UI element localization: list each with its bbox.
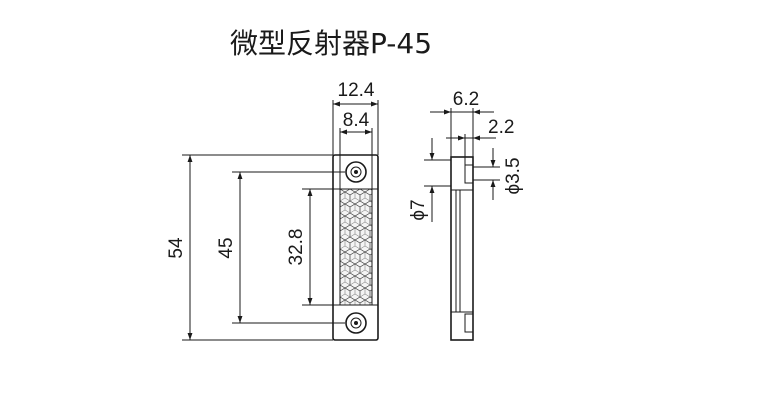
side-body-outline xyxy=(450,156,474,341)
dim-height-total: 54 xyxy=(166,154,333,341)
side-view: 6.2 2.2 ϕ3.5 ϕ7 xyxy=(408,89,524,341)
front-view: 12.4 8.4 54 45 32.8 xyxy=(166,80,379,341)
dim-width-inner: 8.4 xyxy=(339,110,373,189)
dim-hole-dia-small: ϕ3.5 xyxy=(473,148,524,200)
side-bottom-boss xyxy=(464,313,474,333)
reflector-pattern xyxy=(339,188,373,306)
dim-depth-total-label: 6.2 xyxy=(453,89,479,110)
dim-hole-dia-small-label: ϕ3.5 xyxy=(503,157,524,194)
dim-width-inner-label: 8.4 xyxy=(343,110,370,131)
dim-reflector-height-label: 32.8 xyxy=(286,229,307,266)
top-mounting-hole xyxy=(345,161,367,183)
bottom-mounting-hole xyxy=(345,312,367,334)
dim-width-outer-label: 12.4 xyxy=(338,80,375,101)
dim-depth-step: 2.2 xyxy=(446,117,514,165)
dim-height-total-label: 54 xyxy=(166,237,187,259)
side-top-boss xyxy=(464,164,474,184)
dim-hole-pitch: 45 xyxy=(216,171,345,324)
dim-hole-dia-large: ϕ7 xyxy=(408,138,451,222)
front-body-outline xyxy=(332,154,379,341)
dim-depth-total: 6.2 xyxy=(430,89,494,157)
dim-hole-pitch-label: 45 xyxy=(216,237,237,258)
dim-width-outer: 12.4 xyxy=(332,80,379,155)
dim-depth-step-label: 2.2 xyxy=(488,117,514,138)
dim-reflector-height: 32.8 xyxy=(286,188,340,306)
dim-hole-dia-large-label: ϕ7 xyxy=(408,199,429,220)
page-title: 微型反射器P-45 xyxy=(230,27,433,60)
